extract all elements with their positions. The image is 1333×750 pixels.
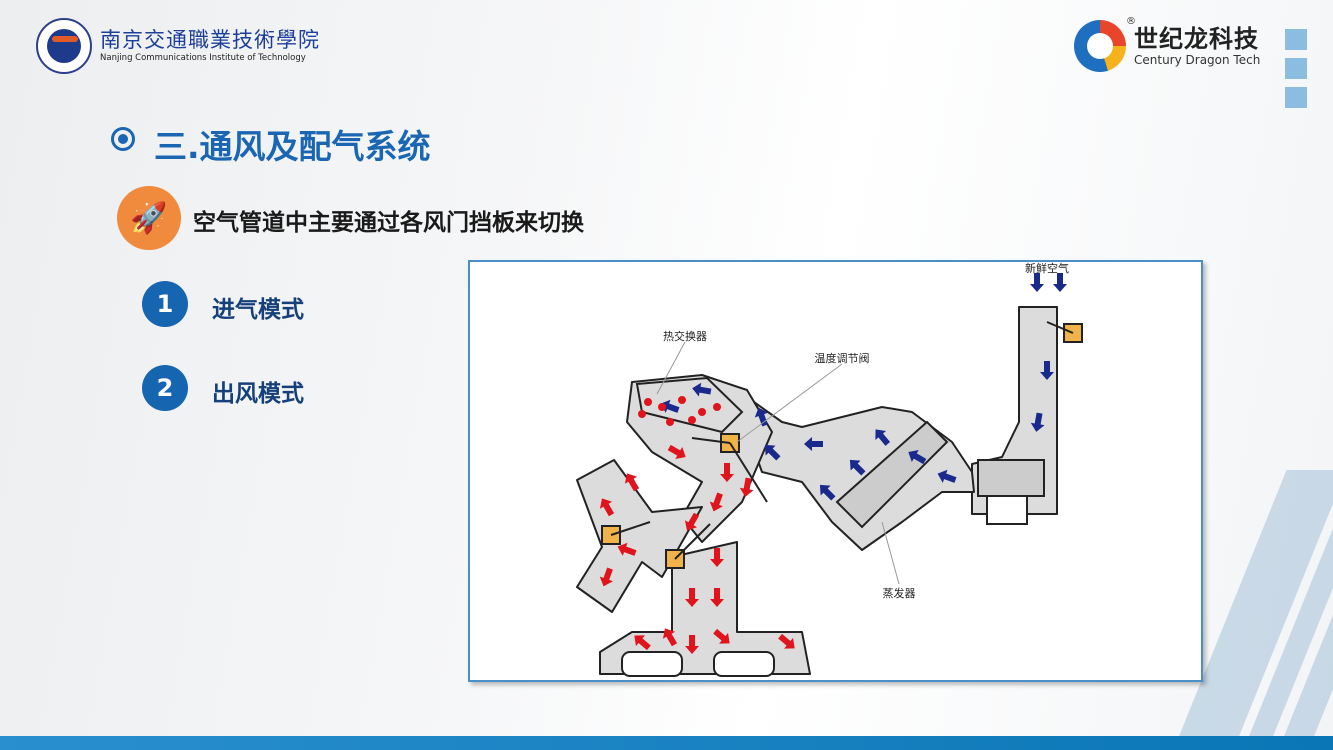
- label-evaporator: 蒸发器: [883, 586, 916, 600]
- slide-subtitle: 空气管道中主要通过各风门挡板来切换: [193, 210, 584, 236]
- blower-outlet: [986, 491, 1028, 525]
- floor-vent-left: [621, 651, 683, 677]
- heater-tube-dot: [658, 403, 666, 411]
- hot-air-arrow: [739, 477, 754, 497]
- heater-tube-dot: [644, 398, 652, 406]
- hot-air-arrow: [709, 492, 723, 512]
- evaporator-core: [835, 420, 949, 529]
- cold-air-arrow: [875, 429, 891, 446]
- cold-air-arrow: [1030, 412, 1045, 432]
- hot-air-arrow: [710, 548, 724, 567]
- cold-air-arrow: [937, 469, 957, 483]
- item-outlet-mode[interactable]: 出风模式: [212, 381, 304, 407]
- heat-exchanger-core: [635, 376, 744, 434]
- item-number-1: 1: [142, 281, 188, 327]
- company-name-cn: 世纪龙科技: [1134, 25, 1259, 53]
- hvac-airflow-diagram: 新鲜空气 热交换器 温度调节阀 蒸发器: [468, 260, 1203, 682]
- heater-tube-dot: [666, 418, 674, 426]
- cold-air-arrow: [804, 437, 823, 451]
- hot-air-arrow: [685, 635, 699, 654]
- heater-tube-dot: [698, 408, 706, 416]
- blower-housing: [977, 459, 1045, 497]
- cold-air-arrow: [1030, 273, 1044, 292]
- hot-air-arrow: [720, 463, 734, 482]
- hot-air-arrow: [713, 628, 730, 644]
- registered-mark: ®: [1126, 16, 1136, 27]
- company-logo: ® 世纪龙科技 Century Dragon Tech: [1074, 16, 1261, 72]
- heater-tube-dot: [678, 396, 686, 404]
- hot-air-arrow: [710, 588, 724, 607]
- hot-air-arrow: [662, 628, 678, 647]
- cold-air-arrow: [908, 449, 927, 465]
- item-intake-mode[interactable]: 进气模式: [212, 297, 304, 323]
- hot-air-arrow: [667, 444, 686, 460]
- hot-air-arrow: [624, 473, 640, 492]
- label-fresh-air: 新鲜空气: [1025, 262, 1069, 275]
- heater-tube-dot: [713, 403, 721, 411]
- school-name-cn: 南京交通職業技術學院: [100, 28, 320, 52]
- center-down-duct: [599, 541, 811, 675]
- school-logo: 南京交通職業技術學院 Nanjing Communications Instit…: [36, 18, 320, 74]
- school-seal-icon: [36, 18, 92, 74]
- school-name-en: Nanjing Communications Institute of Tech…: [100, 53, 306, 63]
- cold-air-arrow: [660, 399, 680, 413]
- item-number-2: 2: [142, 365, 188, 411]
- cold-air-arrow: [1040, 361, 1054, 380]
- hot-air-arrow: [599, 498, 615, 517]
- decor-square: [1285, 87, 1307, 108]
- slide-title: 三.通风及配气系统: [154, 127, 431, 166]
- cold-air-arrow: [819, 484, 836, 501]
- dragon-logo-icon: [1074, 20, 1126, 72]
- floor-vent-right: [713, 651, 775, 677]
- decor-square: [1285, 58, 1307, 79]
- label-heat-exchanger: 热交换器: [663, 329, 707, 343]
- hot-air-arrow: [685, 588, 699, 607]
- target-bullet-icon: [111, 127, 135, 151]
- hot-air-arrow: [684, 512, 700, 531]
- hot-air-arrow: [778, 633, 795, 649]
- cold-air-arrow: [1053, 273, 1067, 292]
- decor-square: [1285, 29, 1307, 50]
- hot-air-arrow: [617, 542, 637, 556]
- cold-air-arrow: [692, 382, 712, 397]
- cold-air-arrow: [849, 459, 866, 476]
- cold-air-arrow: [764, 444, 781, 461]
- bottom-bar: [0, 736, 1333, 750]
- heater-tube-dot: [638, 410, 646, 418]
- label-temperature-valve: 温度调节阀: [815, 351, 870, 365]
- hot-air-arrow: [599, 567, 613, 587]
- rocket-icon: 🚀: [117, 186, 181, 250]
- diagram-canvas: 新鲜空气 热交换器 温度调节阀 蒸发器: [576, 262, 1083, 677]
- heater-tube-dot: [688, 416, 696, 424]
- company-name-en: Century Dragon Tech: [1134, 53, 1261, 67]
- hot-air-arrow: [634, 635, 651, 651]
